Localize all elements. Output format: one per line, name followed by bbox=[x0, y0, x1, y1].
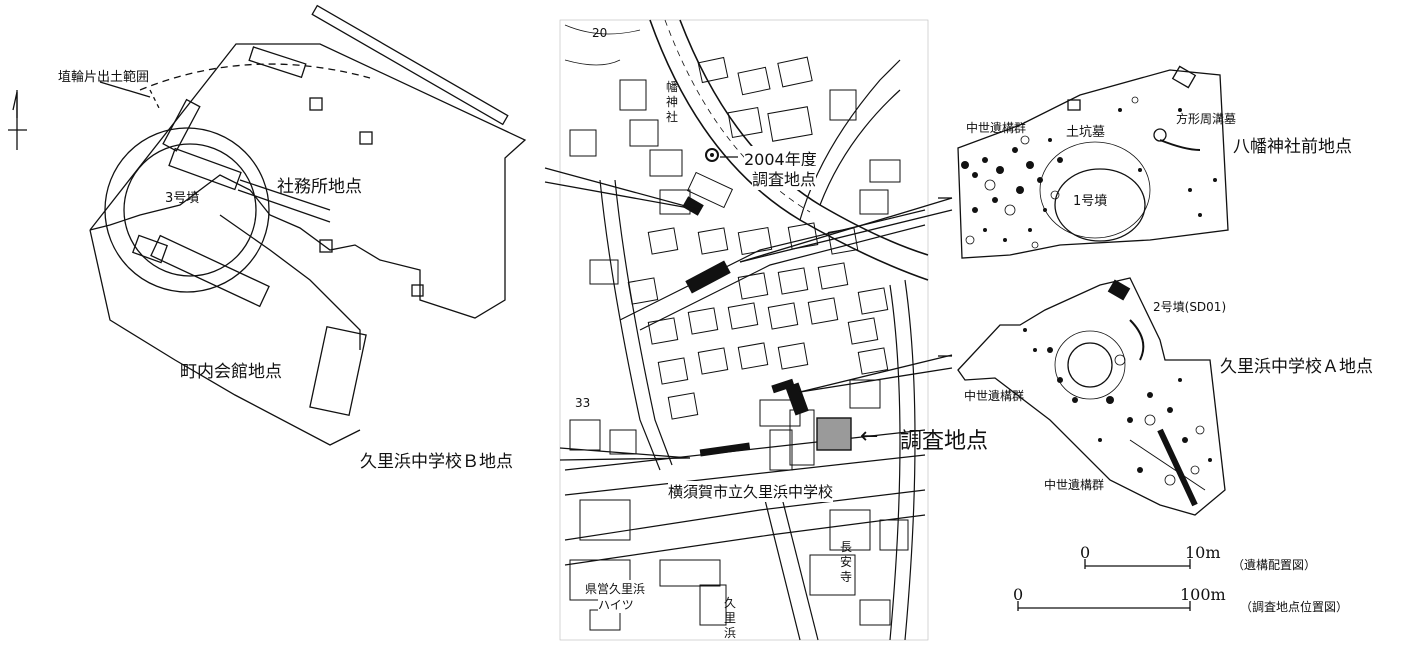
mound3-label: 3号墳 bbox=[165, 191, 200, 206]
hachiman-site-outline bbox=[957, 69, 1229, 259]
houkei-label: 方形周溝墓 bbox=[1176, 112, 1237, 126]
kurihama-vertical-label: 久里浜 bbox=[724, 596, 737, 640]
survey-point-label: 調査地点 bbox=[900, 429, 989, 454]
north-arrow-icon bbox=[8, 90, 27, 150]
scale2-zero: 0 bbox=[1013, 585, 1024, 604]
kurihama-a-site-outline bbox=[957, 277, 1226, 516]
mound3-circle bbox=[104, 127, 270, 293]
scale1-max: 10m bbox=[1185, 543, 1221, 562]
scale1-zero: 0 bbox=[1080, 543, 1091, 562]
housing-label-line2: ハイツ bbox=[598, 596, 634, 613]
site2004-label-line2: 調査地点 bbox=[752, 166, 817, 190]
scale-bar-100m bbox=[1017, 601, 1191, 611]
school-name-label: 横須賀市立久里浜中学校 bbox=[668, 481, 834, 502]
survey-point-box bbox=[816, 417, 852, 451]
scale-bar-10m bbox=[1084, 559, 1191, 569]
dokoubo-label: 土坑墓 bbox=[1066, 125, 1106, 140]
left-site-plan bbox=[8, 4, 527, 446]
housing-label-line1: 県営久里浜 bbox=[585, 580, 646, 597]
left-boundary bbox=[89, 43, 527, 319]
scale2-caption: （調査地点位置図） bbox=[1240, 600, 1349, 614]
hachiman-label: 八幡神社前地点 bbox=[1233, 137, 1352, 157]
chusei-label-1: 中世遺構群 bbox=[966, 121, 1027, 135]
survey-point-arrow-icon: ← bbox=[860, 424, 879, 449]
temple-label: 長安寺 bbox=[840, 540, 853, 584]
shrine-vertical-label: 幡神社 bbox=[666, 80, 679, 124]
mound2-label: 2号墳(SD01) bbox=[1153, 300, 1227, 314]
chusei-label-3: 中世遺構群 bbox=[1044, 478, 1105, 492]
kofun-range-label: 埴輪片出土範囲 bbox=[58, 70, 150, 85]
chonai-label: 町内会館地点 bbox=[180, 362, 282, 382]
site2004-marker-icon bbox=[705, 148, 719, 162]
kurihama-b-label: 久里浜中学校Ｂ地点 bbox=[360, 452, 513, 472]
center-location-map bbox=[544, 19, 953, 641]
contour-label-33: 33 bbox=[575, 396, 591, 410]
scale2-max: 100m bbox=[1180, 585, 1226, 604]
kurihama-a-label: 久里浜中学校Ａ地点 bbox=[1220, 357, 1373, 377]
shamusho-label: 社務所地点 bbox=[277, 177, 362, 197]
right-site-plans bbox=[957, 65, 1229, 516]
scale1-caption: （遺構配置図） bbox=[1232, 558, 1317, 572]
chusei-label-2: 中世遺構群 bbox=[964, 389, 1025, 403]
contour-label-20: 20 bbox=[592, 26, 608, 40]
mound1-label: 1号墳 bbox=[1073, 194, 1108, 209]
